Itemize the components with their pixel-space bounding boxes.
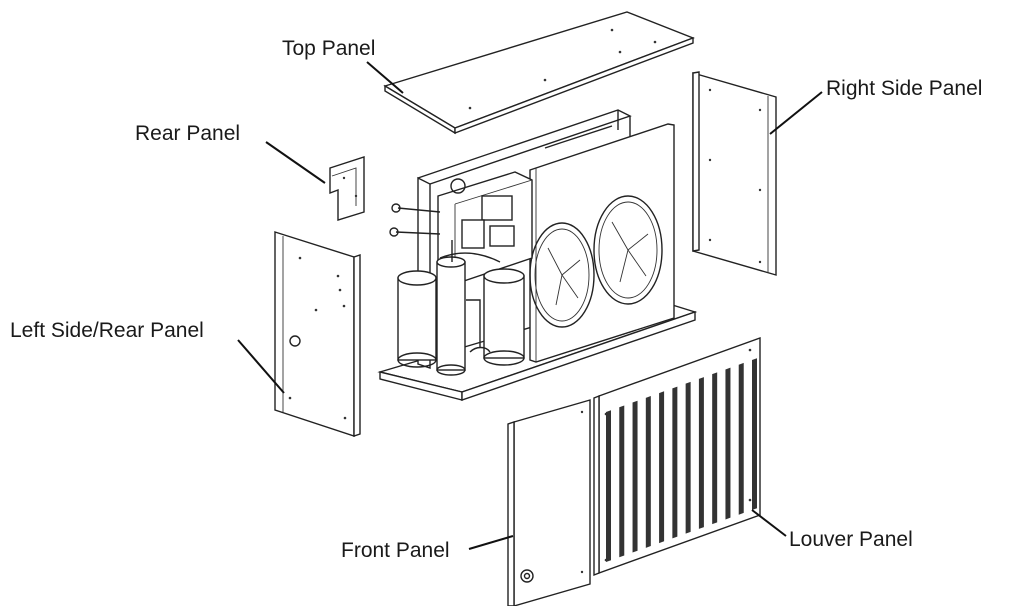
louver-slot xyxy=(738,362,744,515)
label-rear-panel: Rear Panel xyxy=(135,122,241,145)
right-side-panel-part xyxy=(692,71,777,276)
louver-slot xyxy=(685,381,691,534)
louver-slot xyxy=(606,410,611,562)
left-side-rear-panel-leader xyxy=(237,339,285,394)
louver-panel-part xyxy=(593,337,761,577)
label-louver-panel: Louver Panel xyxy=(789,528,913,551)
louver-slot xyxy=(752,358,757,510)
louver-slot xyxy=(712,372,718,525)
louver-slot xyxy=(645,396,651,548)
label-front-panel: Front Panel xyxy=(341,539,450,562)
rear-panel-part xyxy=(329,156,365,221)
front-panel-part xyxy=(507,399,591,606)
label-right-side-panel: Right Side Panel xyxy=(826,77,983,100)
louver-slot xyxy=(619,405,625,558)
louver-slot xyxy=(725,367,731,520)
top-panel-part xyxy=(383,11,695,135)
label-top-panel: Top Panel xyxy=(282,37,376,60)
louver-slot xyxy=(659,391,665,544)
right-side-panel-leader xyxy=(769,91,823,135)
top-panel-leader xyxy=(366,61,404,94)
chassis-assembly xyxy=(377,109,698,401)
louver-slots xyxy=(606,358,757,562)
louver-slot xyxy=(698,377,704,529)
louver-slot xyxy=(632,400,638,553)
louver-slot xyxy=(672,386,678,539)
rear-panel-leader xyxy=(265,141,326,184)
louver-panel-leader xyxy=(751,509,787,537)
left-side-rear-panel-part xyxy=(274,231,361,437)
label-left-side-rear-panel: Left Side/Rear Panel xyxy=(10,319,204,342)
front-panel-leader xyxy=(468,535,514,550)
